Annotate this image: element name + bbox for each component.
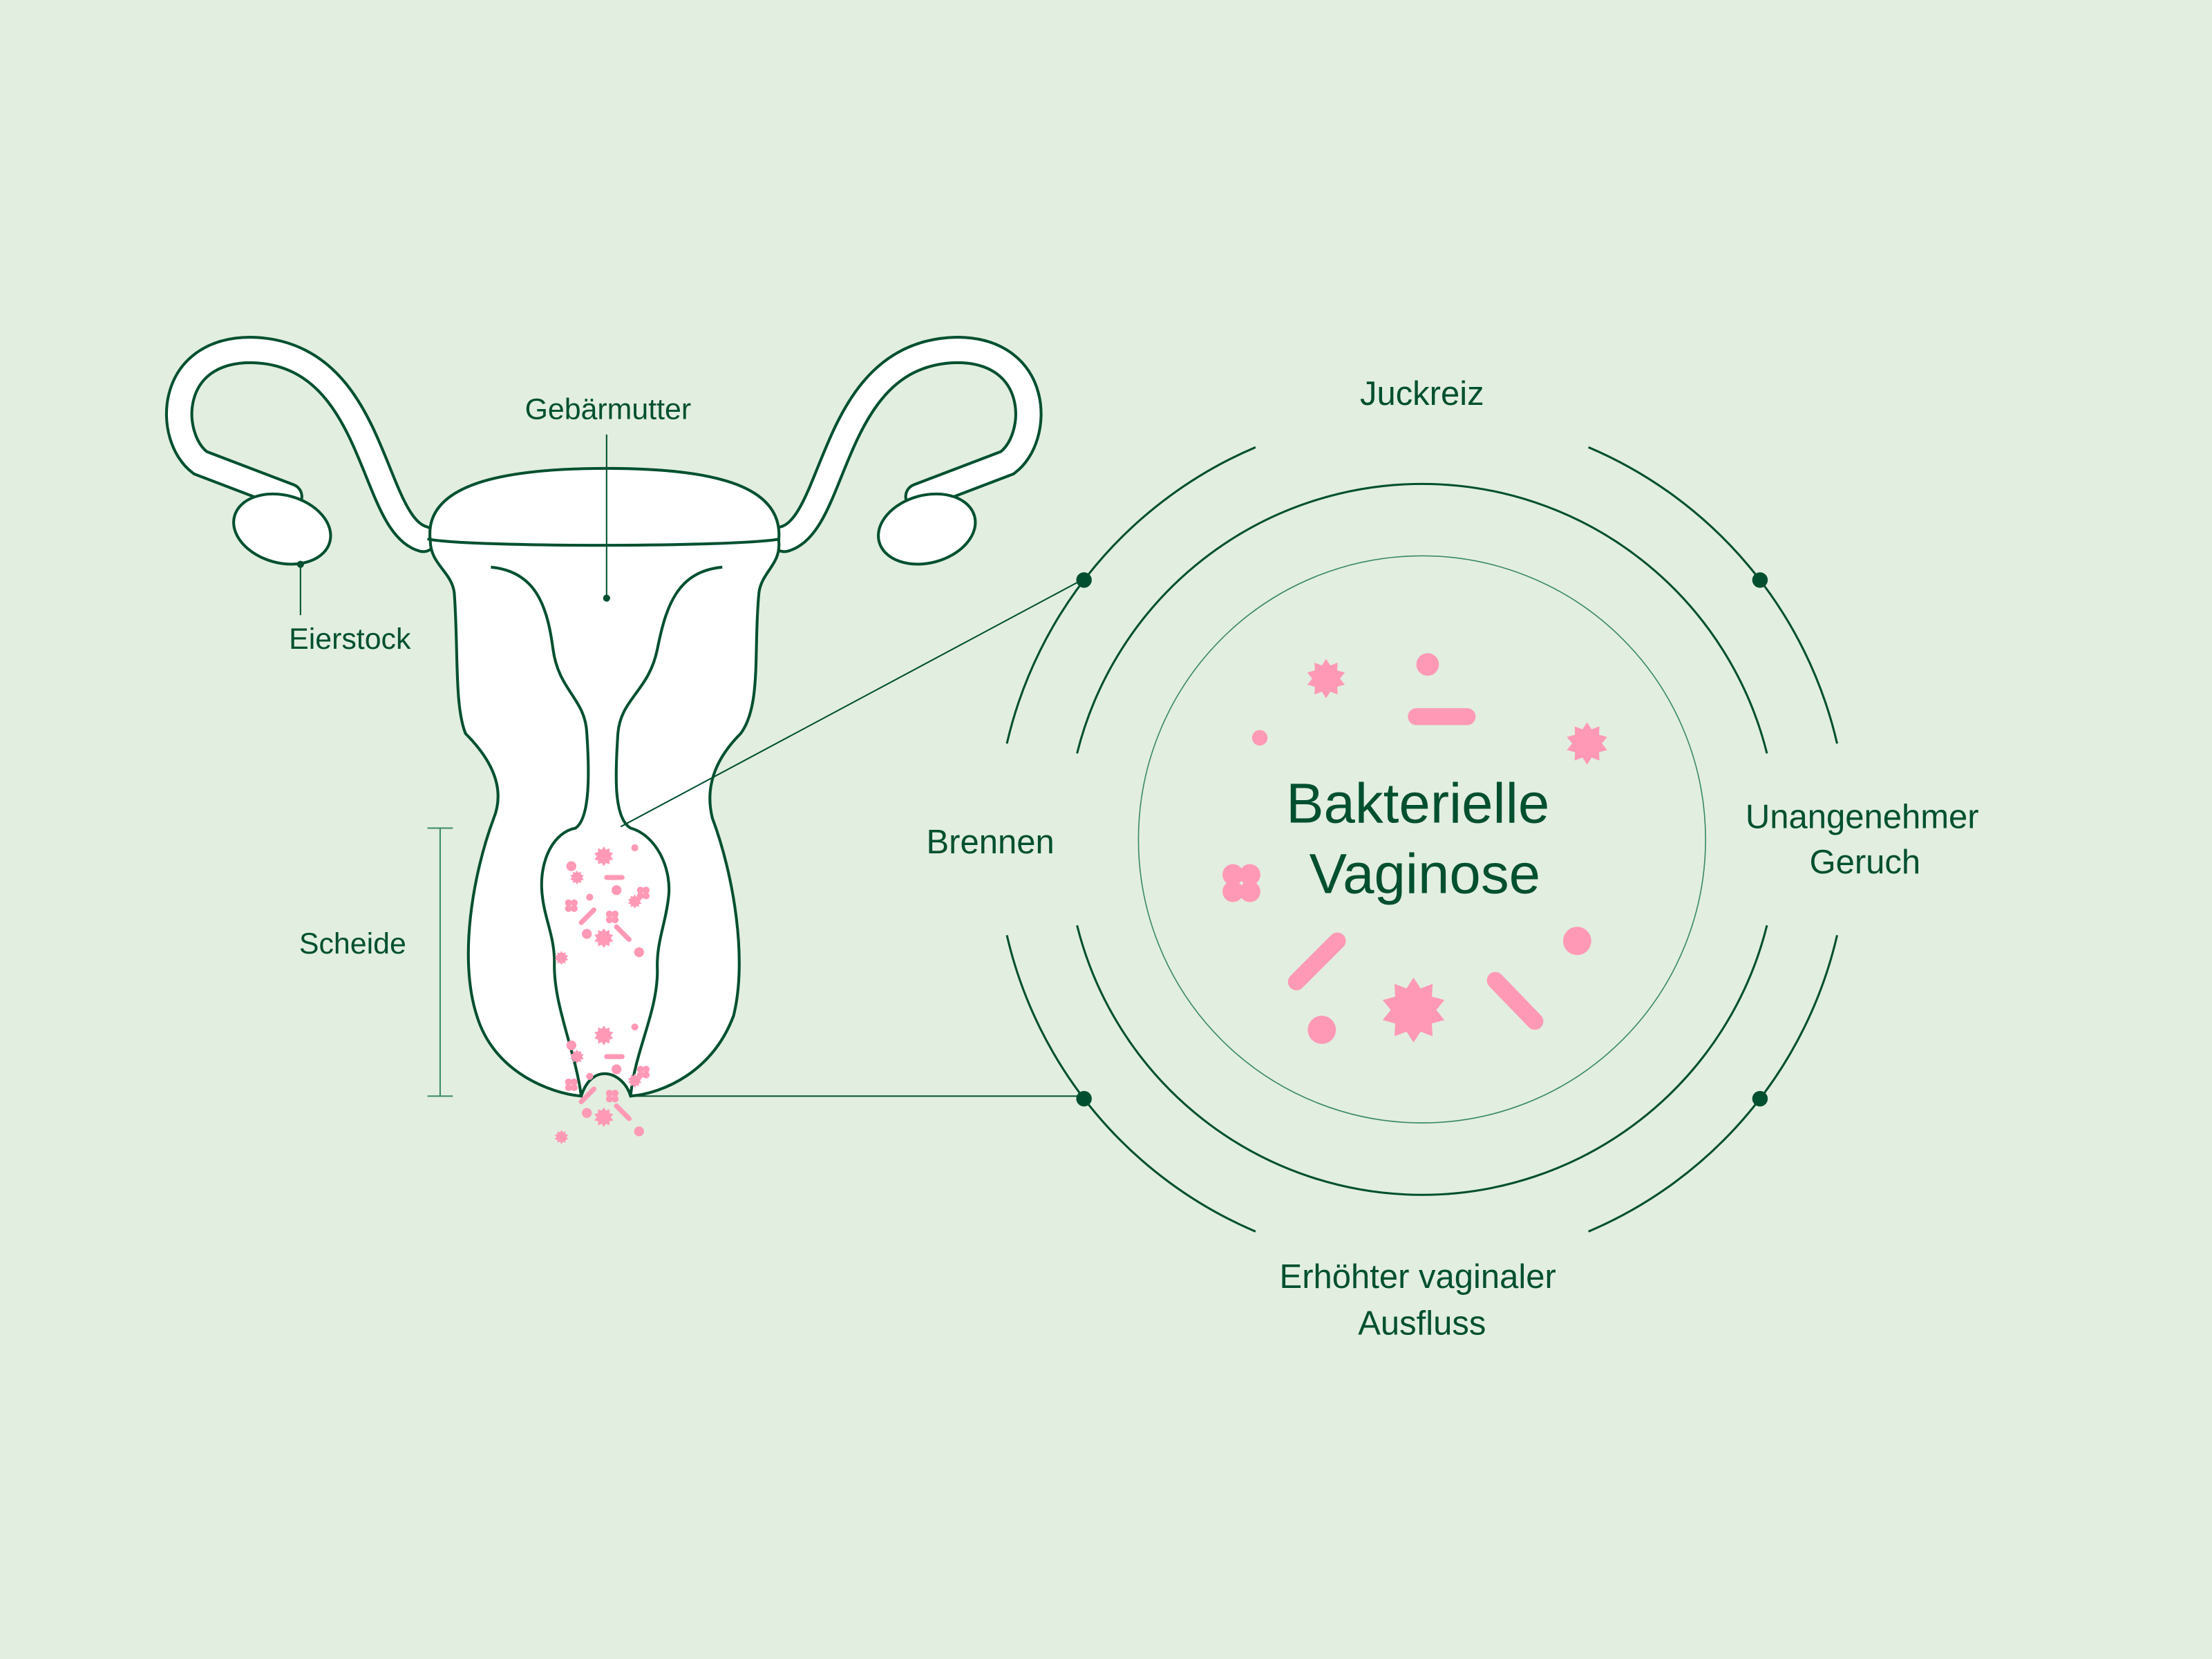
cocci-bacterium-icon [611, 1064, 622, 1074]
cocci-bacterium-icon [582, 929, 592, 939]
cocci-bacterium-icon [631, 844, 639, 852]
ring-dot [1752, 572, 1768, 588]
circle-bacteria [1222, 653, 1607, 1044]
uterine-cavity [491, 565, 723, 1097]
rod-bacterium-icon [578, 907, 597, 925]
symptom-discharge-line-1: Erhöhter vaginaler [1280, 1258, 1556, 1296]
star-bacterium-icon [1567, 722, 1607, 765]
cocci-bacterium-icon [1416, 653, 1439, 676]
star-bacterium-icon [594, 1107, 614, 1128]
annotation-lines [296, 434, 1086, 1097]
symptom-discharge-line-2: Ausfluss [1358, 1305, 1486, 1342]
clover-bacterium-icon [636, 1065, 650, 1079]
zoom-connector-top [620, 578, 1086, 828]
star-bacterium-icon [594, 846, 614, 866]
symptom-itching: Juckreiz [1360, 375, 1484, 413]
fallopian-tubes [164, 335, 1043, 553]
outer-ring-bottom-right-arc [1588, 935, 1838, 1233]
cocci-bacterium-icon [566, 861, 576, 871]
cocci-bacterium-icon [611, 885, 622, 895]
title-line-1: Bakterielle [1286, 772, 1549, 835]
symptom-odor-line-1: Unangenehmer [1746, 798, 1979, 835]
rod-bacterium-icon [1486, 971, 1544, 1030]
cocci-bacterium-icon [1562, 927, 1591, 956]
ovaries [232, 492, 977, 566]
clover-bacterium-icon [565, 1078, 578, 1092]
cocci-bacterium-icon [1251, 730, 1268, 746]
tube-joint-overlay [427, 537, 781, 547]
inner-ring-top-arc [1076, 482, 1768, 754]
symptom-burning: Brennen [926, 824, 1054, 861]
ovary-label: Eierstock [289, 623, 411, 656]
uterus-label: Gebärmutter [525, 392, 692, 426]
ring-dot [1076, 1090, 1092, 1107]
star-bacterium-icon [554, 951, 569, 965]
cocci-bacterium-icon [634, 1126, 644, 1137]
outer-ring-top-right-arc [1588, 446, 1838, 744]
star-bacterium-icon [570, 870, 584, 885]
star-bacterium-icon [594, 928, 614, 948]
clover-bacterium-icon [1222, 864, 1260, 902]
cocci-bacterium-icon [634, 947, 644, 958]
cocci-bacterium-icon [586, 1072, 594, 1080]
right-ovary [877, 492, 977, 566]
clover-bacterium-icon [605, 1090, 619, 1103]
ring-dot [1076, 572, 1092, 588]
star-bacterium-icon [554, 1130, 569, 1144]
star-bacterium-icon [1382, 977, 1445, 1043]
outer-ring-bottom-left-arc [1005, 935, 1256, 1233]
vagina-bracket [427, 827, 453, 1097]
cocci-bacterium-icon [1307, 1015, 1336, 1044]
rod-bacterium-icon [578, 1086, 597, 1105]
rod-bacterium-icon [614, 1103, 632, 1121]
cocci-bacterium-icon [566, 1040, 576, 1050]
star-bacterium-icon [570, 1049, 584, 1064]
clover-bacterium-icon [565, 899, 578, 912]
clover-bacterium-icon [636, 887, 650, 900]
rod-bacterium-icon [614, 924, 632, 942]
ring-dot [1752, 1090, 1768, 1107]
uterus-pointer-dot [603, 594, 610, 602]
cocci-bacterium-icon [631, 1023, 639, 1031]
clover-bacterium-icon [605, 910, 619, 924]
outer-ring-top-left-arc [1005, 446, 1256, 744]
symptom-ring-dots [1076, 572, 1768, 1107]
title-line-2: Vaginose [1310, 842, 1540, 905]
cocci-bacterium-icon [582, 1108, 592, 1118]
magnified-circle [1137, 555, 1706, 1124]
left-ovary [232, 492, 332, 566]
rod-bacterium-icon [1287, 932, 1346, 991]
cocci-bacterium-icon [586, 893, 594, 901]
inner-ring-bottom-arc [1076, 925, 1768, 1196]
star-bacterium-icon [594, 1025, 614, 1045]
symptom-rings [1005, 446, 1838, 1233]
vagina-label: Scheide [299, 927, 406, 960]
ovary-pointer-dot [296, 560, 304, 568]
uterus-outline [428, 466, 781, 1098]
vagina-bacteria [554, 844, 650, 1144]
star-bacterium-icon [1307, 658, 1345, 699]
symptom-odor-line-2: Geruch [1809, 844, 1920, 881]
